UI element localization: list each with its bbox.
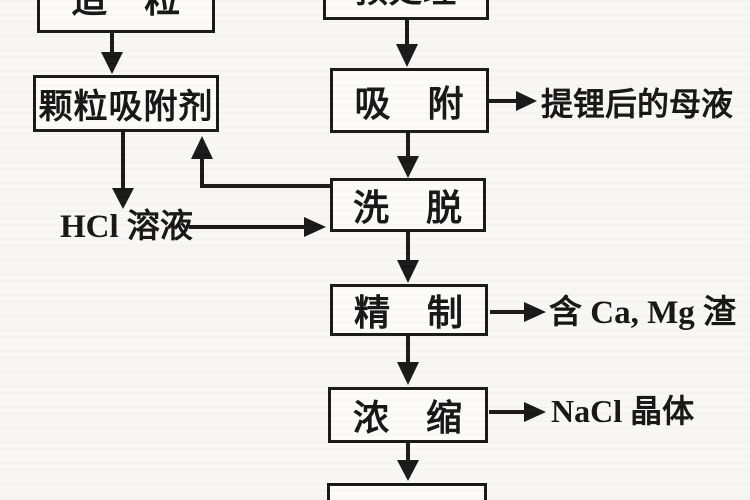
process-box-elution: 洗 脱: [330, 178, 486, 232]
process-box-adsorption: 吸 附: [330, 68, 489, 133]
arrowhead-down-icon: [397, 260, 419, 283]
arrowhead-right-icon: [524, 302, 546, 322]
recycle-elution-to-adsorbent-line: [200, 159, 330, 188]
arrowhead-down-icon: [397, 156, 419, 178]
arrowhead-down-icon: [397, 460, 419, 481]
arrowhead-up-icon: [191, 136, 213, 159]
arrowhead-down-icon: [396, 44, 418, 67]
arrowhead-down-icon: [101, 52, 123, 74]
process-box-pretreatment: 预处理: [323, 0, 489, 20]
arrowhead-right-icon: [516, 91, 537, 111]
process-box-refining: 精 制: [330, 284, 488, 336]
label-mother-liquor: 提锂后的母液: [541, 86, 734, 122]
arrowhead-down-icon: [112, 188, 134, 209]
process-box-concentration: 浓 缩: [328, 387, 488, 443]
arrowhead-right-icon: [524, 402, 546, 422]
arrowhead-right-icon: [304, 217, 326, 237]
process-box-granular-adsorbent: 颗粒吸附剂: [33, 75, 219, 132]
process-box-bottom-partial: [327, 483, 487, 500]
label-hcl-solution: HCl 溶液: [60, 209, 193, 245]
label-ca-mg-residue: 含 Ca, Mg 渣: [549, 295, 736, 331]
label-nacl-crystal: NaCl 晶体: [551, 393, 695, 429]
arrowhead-down-icon: [397, 362, 419, 385]
process-box-granulation: 造 粒: [37, 0, 215, 33]
